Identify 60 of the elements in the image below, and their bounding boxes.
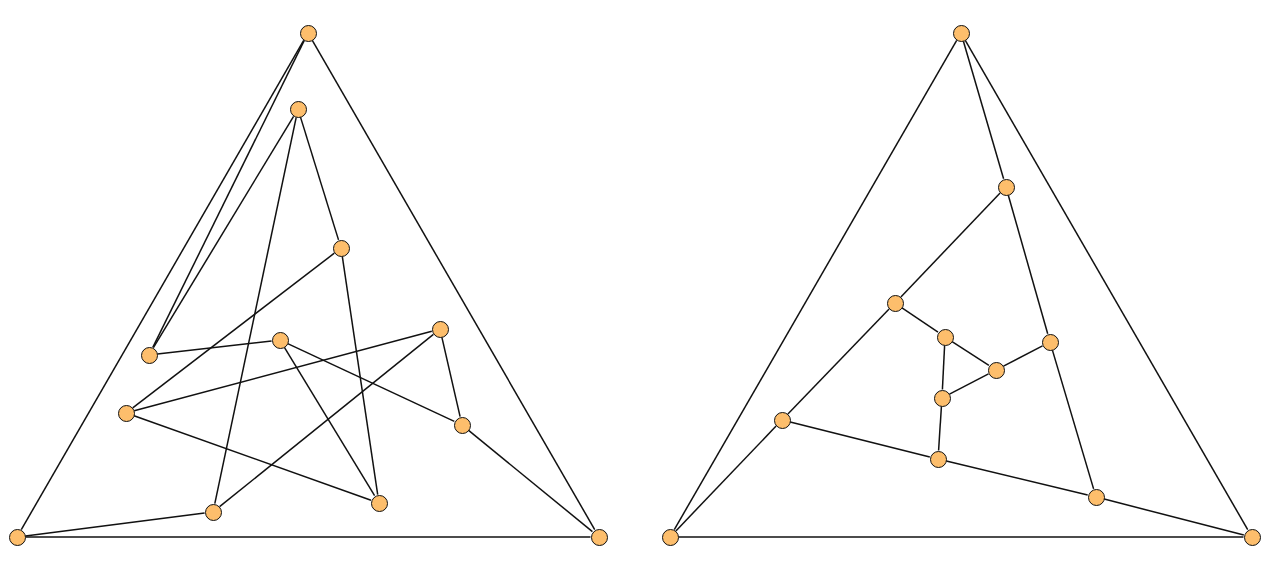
edge-line xyxy=(152,115,295,349)
edge-line xyxy=(156,340,273,355)
edge-line xyxy=(900,192,1001,298)
vertex-dot xyxy=(933,389,951,407)
edge-line xyxy=(901,307,939,333)
vertex-dot xyxy=(453,416,471,434)
edge-line xyxy=(311,39,596,531)
vertex-dot xyxy=(1041,333,1059,351)
edge-line xyxy=(299,116,340,241)
vertex-dot xyxy=(117,404,135,422)
edge-line xyxy=(677,536,1245,538)
edge-line xyxy=(1051,349,1095,490)
edge-line xyxy=(467,429,594,533)
edge-line xyxy=(24,512,206,537)
vertex-dot xyxy=(299,24,317,42)
edge-line xyxy=(787,308,890,415)
edge-line xyxy=(1007,194,1049,335)
edge-line xyxy=(673,39,958,531)
edge-line xyxy=(286,342,456,423)
edge-line xyxy=(24,536,592,538)
edge-line xyxy=(1103,498,1245,536)
edge-line xyxy=(441,336,461,418)
edge-line xyxy=(789,421,931,458)
edge-line xyxy=(951,340,990,367)
edge-line xyxy=(1002,345,1044,367)
vertex-dot xyxy=(8,528,26,546)
vertex-dot xyxy=(773,411,791,429)
edge-line xyxy=(131,252,336,409)
vertex-dot xyxy=(997,178,1015,196)
edge-line xyxy=(964,39,1249,531)
vertex-dot xyxy=(204,503,222,521)
edge-line xyxy=(941,344,946,391)
vertex-dot xyxy=(1243,528,1261,546)
edge-line xyxy=(152,39,305,349)
vertex-dot xyxy=(271,331,289,349)
edge-line xyxy=(945,460,1089,496)
vertex-dot xyxy=(936,328,954,346)
edge-line xyxy=(341,255,379,496)
vertex-dot xyxy=(431,320,449,338)
edge-line xyxy=(20,39,305,531)
edge-line xyxy=(214,116,297,505)
edge-line xyxy=(218,333,435,508)
vertex-dot xyxy=(289,100,307,118)
vertex-dot xyxy=(140,346,158,364)
vertex-dot xyxy=(661,528,679,546)
edge-line xyxy=(948,373,990,395)
edge-line xyxy=(962,40,1005,180)
vertex-dot xyxy=(952,24,970,42)
edge-line xyxy=(283,346,376,497)
edge-line xyxy=(675,425,777,532)
vertex-dot xyxy=(332,239,350,257)
vertex-dot xyxy=(987,361,1005,379)
vertex-dot xyxy=(929,450,947,468)
edge-line xyxy=(133,330,433,412)
vertex-dot xyxy=(886,294,904,312)
vertex-dot xyxy=(1087,488,1105,506)
edge-line xyxy=(133,415,372,501)
vertex-dot xyxy=(370,494,388,512)
vertex-dot xyxy=(590,528,608,546)
edge-line xyxy=(937,405,943,452)
